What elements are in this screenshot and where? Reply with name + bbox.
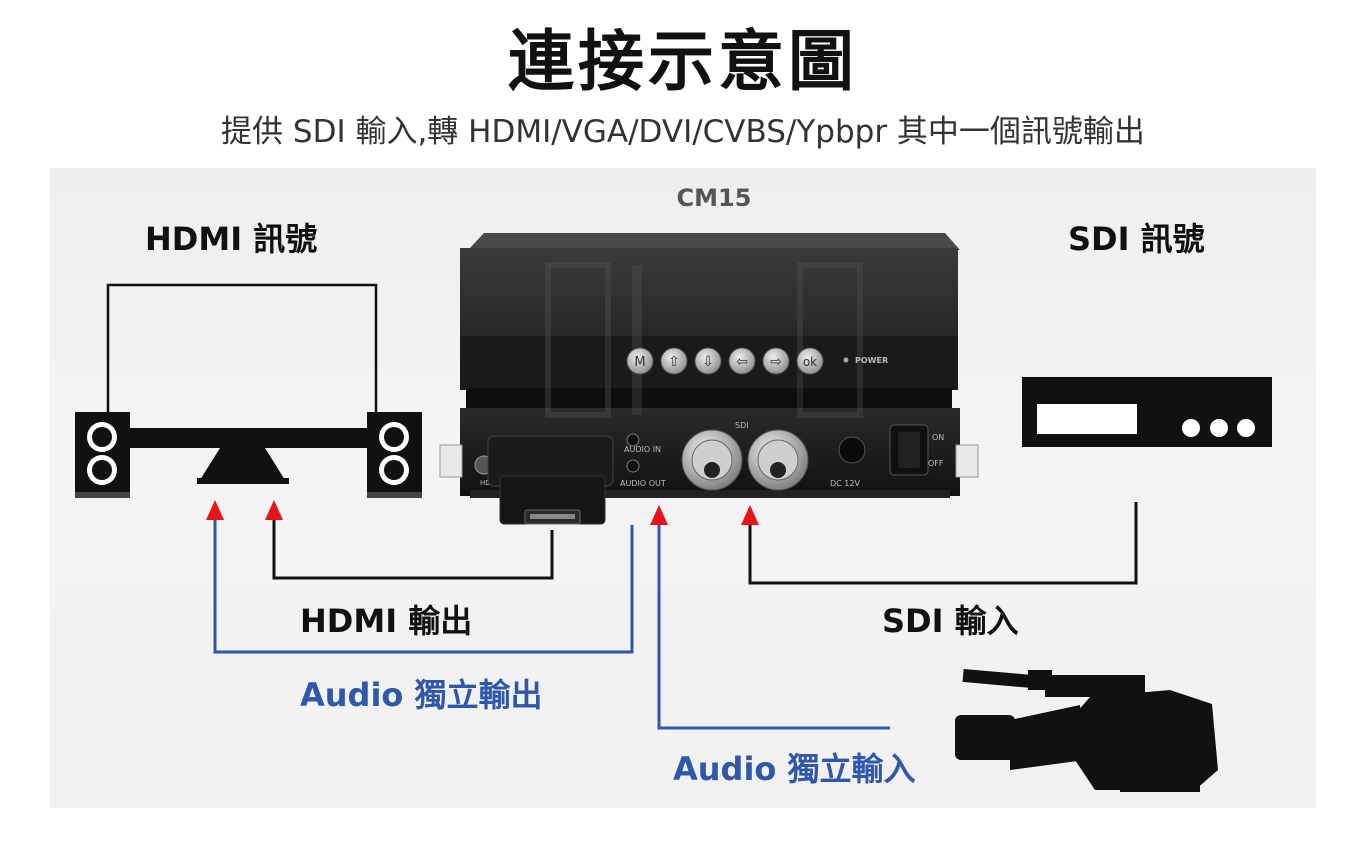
page-title: 連接示意圖 [508, 23, 858, 100]
arrow-up-icon [741, 505, 759, 525]
menu-button-label: M [634, 355, 645, 370]
switch-off-label: OFF [928, 459, 944, 468]
audio-output-cable [213, 518, 634, 654]
right-button[interactable]: ⇨ [762, 347, 790, 375]
sdi-input-label: SDI 輸入 [882, 602, 1019, 640]
hdmi-signal-label: HDMI 訊號 [145, 220, 318, 258]
audio-input-label: Audio 獨立輸入 [673, 750, 916, 788]
audio-input-cable [657, 518, 890, 730]
menu-button[interactable]: M [626, 347, 654, 375]
arrow-up-icon [650, 505, 668, 525]
sdi-input-cable [748, 502, 1138, 585]
arrow-up-icon [206, 500, 224, 520]
hdmi-monitor-icon [106, 283, 378, 484]
sdi-port-label: SDI [735, 421, 749, 430]
front-panel-buttons: M ⇧ ⇩ ⇦ ⇨ ok POWER [626, 347, 888, 375]
sdi-bnc-connector-1-icon [681, 429, 743, 491]
sdi-signal-label: SDI 訊號 [1068, 220, 1205, 258]
power-switch[interactable] [889, 424, 929, 476]
audio-in-label: AUDIO IN [624, 445, 661, 454]
hdmi-adapter-icon [487, 435, 614, 525]
left-button-label: ⇦ [736, 354, 748, 370]
hdmi-output-cable [272, 518, 554, 580]
switch-on-label: ON [932, 433, 944, 442]
sdi-bnc-connector-2-icon [747, 429, 809, 491]
hdmi-output-label: HDMI 輸出 [300, 602, 473, 640]
right-button-label: ⇨ [770, 354, 782, 370]
power-label: POWER [855, 356, 888, 365]
up-button[interactable]: ⇧ [660, 347, 688, 375]
left-speaker-icon [75, 412, 130, 498]
ok-button-label: ok [803, 355, 817, 369]
down-button[interactable]: ⇩ [694, 347, 722, 375]
dc-label: DC 12V [830, 479, 860, 488]
audio-output-label: Audio 獨立輸出 [300, 676, 543, 714]
power-led-icon [843, 357, 849, 363]
camcorder-icon [955, 668, 1218, 792]
right-speaker-icon [367, 412, 422, 498]
sdi-source-device-icon [1022, 377, 1272, 447]
ok-button[interactable]: ok [796, 347, 824, 375]
left-button[interactable]: ⇦ [728, 347, 756, 375]
up-button-label: ⇧ [668, 354, 680, 370]
rear-panel: HDMI AUDIO IN AUDIO OUT SDI DC 12V O [474, 421, 944, 525]
device-model-label: CM15 [676, 184, 752, 212]
audio-out-jack-icon [626, 459, 640, 473]
page-subtitle: 提供 SDI 輸入,轉 HDMI/VGA/DVI/CVBS/Ypbpr 其中一個… [221, 114, 1145, 150]
audio-in-jack-icon [626, 433, 640, 447]
dc-jack-icon [838, 436, 866, 464]
down-button-label: ⇩ [702, 354, 714, 370]
audio-out-label: AUDIO OUT [620, 479, 666, 488]
arrow-up-icon [265, 500, 283, 520]
